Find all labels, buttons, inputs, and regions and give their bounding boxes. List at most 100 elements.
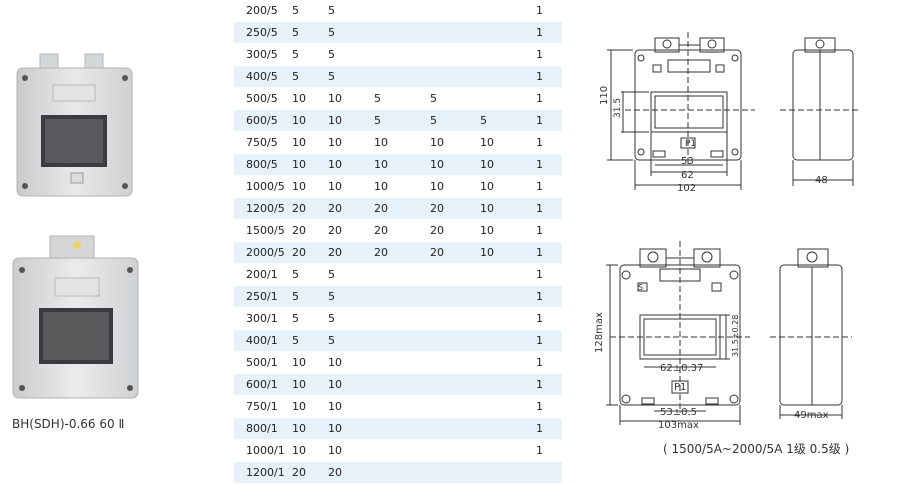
table-cell: 1 xyxy=(528,0,562,22)
table-cell: 10 xyxy=(328,109,374,132)
table-cell xyxy=(374,395,430,418)
table-cell: 10 xyxy=(480,197,528,220)
table-cell: 300/1 xyxy=(234,307,288,330)
dim-top-height: 110 xyxy=(599,86,610,105)
table-cell: 5 xyxy=(288,329,328,352)
table-cell xyxy=(480,263,528,286)
table-cell xyxy=(374,0,430,22)
table-cell xyxy=(374,439,430,462)
table-cell: 10 xyxy=(374,131,430,154)
table-cell: 20 xyxy=(430,241,480,264)
table-cell: 600/1 xyxy=(234,373,288,396)
table-cell xyxy=(430,307,480,330)
table-cell: 1 xyxy=(528,241,562,264)
table-cell: 300/5 xyxy=(234,43,288,66)
table-cell: 5 xyxy=(288,43,328,66)
table-cell: 1 xyxy=(528,87,562,110)
table-cell: 750/5 xyxy=(234,131,288,154)
label-top-p1: P1 xyxy=(685,139,696,149)
table-cell: 5 xyxy=(480,109,528,132)
table-cell: 10 xyxy=(480,153,528,176)
table-cell: 5 xyxy=(288,285,328,308)
table-cell: 10 xyxy=(480,219,528,242)
table-cell: 5 xyxy=(288,307,328,330)
table-cell: 10 xyxy=(288,87,328,110)
dim-bottom-width: 103max xyxy=(658,420,699,431)
table-cell: 10 xyxy=(374,175,430,198)
table-cell: 2000/5 xyxy=(234,241,288,264)
dimension-drawing-bottom: 128max 31.5±0.28 S P1 62±0.37 53±0.5 103… xyxy=(594,241,852,431)
table-cell: 1 xyxy=(528,43,562,66)
drawing-caption: ( 1500/5A~2000/5A 1级 0.5级 ) xyxy=(663,442,850,456)
product-photo-bottom xyxy=(12,235,139,399)
table-cell: 1 xyxy=(528,65,562,88)
table-cell: 20 xyxy=(374,219,430,242)
table-cell xyxy=(480,373,528,396)
table-cell: 1 xyxy=(528,21,562,44)
table-cell xyxy=(430,351,480,374)
table-cell: 400/1 xyxy=(234,329,288,352)
table-cell: 5 xyxy=(328,65,374,88)
table-cell: 1 xyxy=(528,417,562,440)
table-cell: 10 xyxy=(328,395,374,418)
table-cell: 20 xyxy=(288,197,328,220)
table-cell: 10 xyxy=(430,175,480,198)
table-cell: 5 xyxy=(288,263,328,286)
table-cell: 1000/5 xyxy=(234,175,288,198)
table-cell xyxy=(374,263,430,286)
table-cell: 1 xyxy=(528,197,562,220)
table-cell: 1 xyxy=(528,307,562,330)
table-cell: 5 xyxy=(328,0,374,22)
table-cell: 20 xyxy=(288,219,328,242)
table-cell: 1 xyxy=(528,395,562,418)
table-cell xyxy=(374,417,430,440)
table-cell xyxy=(374,21,430,44)
table-cell xyxy=(374,285,430,308)
table-cell: 10 xyxy=(288,109,328,132)
table-cell: 200/5 xyxy=(234,0,288,22)
table-cell: 20 xyxy=(430,219,480,242)
table-cell xyxy=(430,417,480,440)
table-cell: 10 xyxy=(328,153,374,176)
table-cell: 10 xyxy=(328,351,374,374)
table-cell xyxy=(430,285,480,308)
table-cell: 1 xyxy=(528,109,562,132)
table-cell: 10 xyxy=(374,153,430,176)
table-cell: 5 xyxy=(374,109,430,132)
table-cell: 1 xyxy=(528,175,562,198)
product-caption: BH(SDH)-0.66 60 Ⅱ xyxy=(12,417,125,431)
table-cell: 10 xyxy=(430,153,480,176)
table-cell xyxy=(480,307,528,330)
table-cell: 5 xyxy=(328,263,374,286)
table-cell: 5 xyxy=(288,65,328,88)
table-cell: 1200/5 xyxy=(234,197,288,220)
table-cell xyxy=(480,417,528,440)
table-cell: 5 xyxy=(328,307,374,330)
dim-bottom-height: 128max xyxy=(594,312,605,353)
table-cell xyxy=(374,43,430,66)
table-cell: 20 xyxy=(328,241,374,264)
table-cell: 10 xyxy=(430,131,480,154)
table-cell: 10 xyxy=(288,439,328,462)
dim-bottom-mount: 53±0.5 xyxy=(660,407,697,418)
table-cell: 10 xyxy=(328,175,374,198)
dim-top-window-w: 53 xyxy=(681,156,694,167)
table-cell: 10 xyxy=(288,417,328,440)
table-cell: 5 xyxy=(288,21,328,44)
table-cell: 200/1 xyxy=(234,263,288,286)
table-cell: 1 xyxy=(528,439,562,462)
table-cell xyxy=(480,351,528,374)
table-cell xyxy=(480,0,528,22)
table-cell: 20 xyxy=(328,197,374,220)
table-cell xyxy=(430,395,480,418)
